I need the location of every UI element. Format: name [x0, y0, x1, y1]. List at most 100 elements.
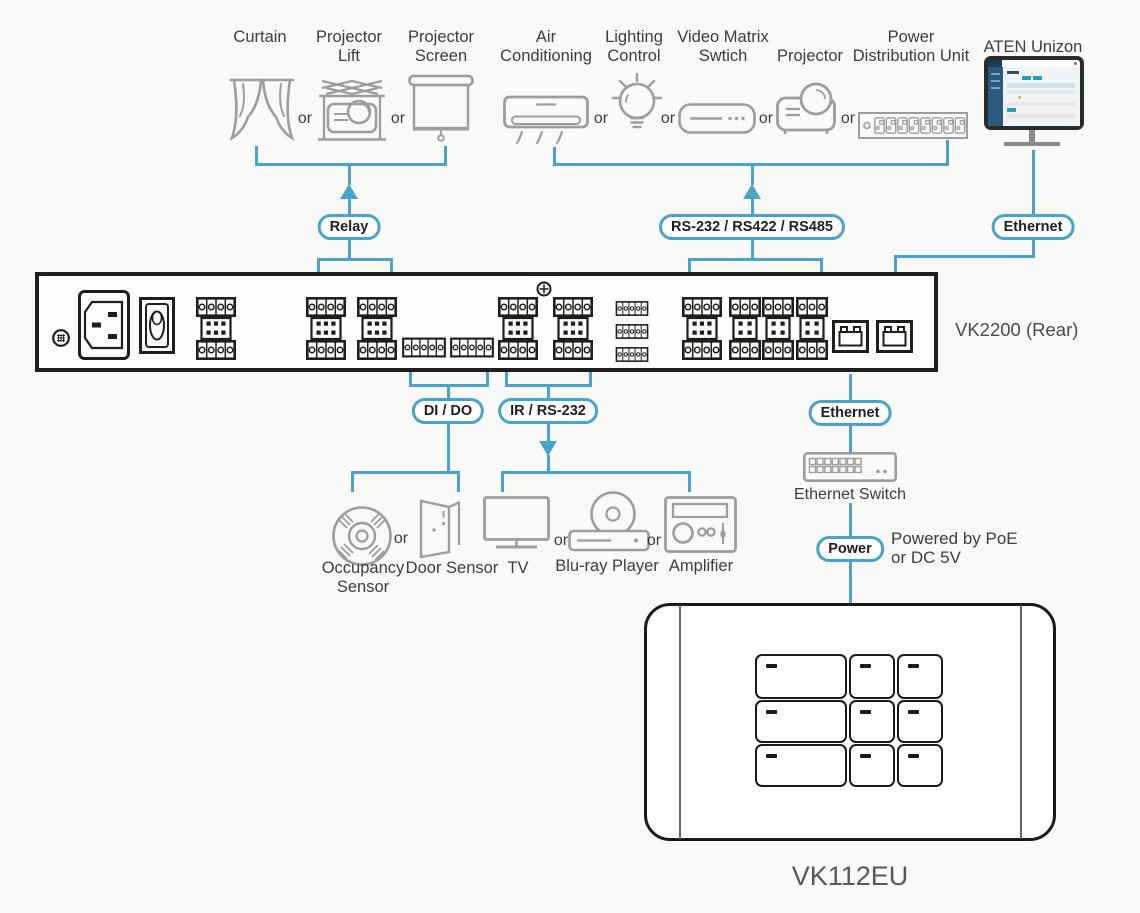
- ethernet-top-badge: Ethernet: [991, 214, 1075, 240]
- relay-connector-line: [255, 146, 258, 165]
- ir-connector-line: [589, 372, 592, 386]
- power-badge: Power: [816, 536, 884, 562]
- controller-label: VK2200 (Rear): [955, 319, 1079, 340]
- tv-icon: [483, 496, 550, 549]
- ethernet-top-connector-line: [894, 255, 1035, 258]
- relay-connector-line: [255, 163, 447, 166]
- unizon-sidebar-item: [991, 87, 1000, 89]
- tv-label: TV: [507, 559, 529, 577]
- dido-connector-line: [351, 471, 354, 492]
- relay-connector-line: [390, 258, 393, 273]
- unizon-table-row: [1007, 119, 1075, 122]
- ir-connector-line: [505, 372, 508, 386]
- serial-terminal-block-icon: [796, 297, 828, 360]
- unizon-title-bar: [1007, 71, 1019, 74]
- bluray-player-label: Blu-ray Player: [555, 557, 659, 575]
- dido-connector-line: [409, 372, 412, 386]
- ir-terminal-block-icon: [498, 297, 538, 360]
- ir-arrow-down-icon: [539, 441, 557, 456]
- dido-connector-line: [486, 372, 489, 386]
- ethernet-switch-icon: [803, 452, 897, 482]
- bluray-player-icon: [568, 491, 650, 552]
- keypad-button[interactable]: [849, 700, 895, 743]
- unizon-table-row: [1007, 90, 1075, 94]
- monitor-stand-stem: [1029, 130, 1035, 142]
- dido-connector-line: [457, 471, 460, 492]
- relay-terminal-block-icon: [357, 297, 397, 360]
- keypad-button[interactable]: [897, 744, 943, 787]
- keypad-model-label: VK112EU: [791, 861, 909, 891]
- or-separator: or: [297, 110, 313, 127]
- dido-badge: DI / DO: [411, 398, 485, 424]
- keypad-button[interactable]: [755, 700, 847, 743]
- monitor-stand-base: [1004, 142, 1060, 146]
- unizon-sidebar-item: [991, 73, 1000, 75]
- unizon-topbar-logo: [988, 60, 1002, 67]
- io-terminal-strip-icon: [610, 347, 654, 362]
- keypad-plate-line: [1020, 605, 1022, 839]
- serial-connector-line: [553, 147, 556, 165]
- unizon-button: [1007, 108, 1016, 112]
- unizon-status-dot: [1018, 96, 1021, 99]
- power-distribution-unit-icon: [858, 112, 968, 139]
- serial-connector-line: [946, 140, 949, 165]
- serial-arrow-up-icon: [743, 184, 761, 199]
- or-separator: or: [840, 110, 856, 127]
- dido-connector-line: [351, 471, 460, 474]
- curtain-label: Curtain: [233, 28, 287, 46]
- dido-terminal-block-icon: [450, 337, 494, 358]
- relay-connector-line: [444, 146, 447, 165]
- projector-icon: [776, 82, 836, 134]
- unizon-sidebar-item: [991, 80, 1000, 82]
- lan-port-icon: [876, 320, 913, 353]
- ground-screw-icon: [52, 329, 70, 347]
- keypad-button[interactable]: [849, 654, 895, 699]
- or-separator: or: [593, 110, 609, 127]
- amplifier-icon: [664, 496, 737, 553]
- or-separator: or: [553, 532, 569, 549]
- keypad-button[interactable]: [755, 744, 847, 787]
- ethernet-switch-label: Ethernet Switch: [793, 486, 907, 503]
- curtain-icon: [229, 78, 295, 141]
- ir-connector-line: [688, 471, 691, 492]
- unizon-topbar-dot: [1074, 62, 1077, 65]
- aten-unizon-monitor-icon: [984, 56, 1084, 130]
- serial-terminal-block-icon: [762, 297, 794, 360]
- or-separator: or: [660, 110, 676, 127]
- vk2200-rear-panel: [35, 272, 938, 372]
- keypad-button[interactable]: [755, 654, 847, 699]
- air-conditioning-icon: [503, 95, 589, 145]
- power-switch-icon: [139, 297, 175, 354]
- serial-connector-line: [751, 163, 754, 185]
- ir-connector-line: [501, 471, 504, 492]
- unizon-button: [1022, 76, 1031, 80]
- relay-badge: Relay: [317, 214, 381, 240]
- keypad-button[interactable]: [849, 744, 895, 787]
- relay-connector-line: [317, 258, 320, 273]
- dido-connector-line: [447, 384, 450, 473]
- ir-badge: IR / RS-232: [498, 398, 598, 424]
- relay-terminal-block-icon: [306, 297, 346, 360]
- serial-terminal-block-icon: [682, 297, 722, 360]
- keypad-button[interactable]: [897, 700, 943, 743]
- ethernet-top-connector-line: [894, 255, 897, 273]
- projector-lift-icon: [318, 79, 386, 141]
- door-sensor-label: Door Sensor: [405, 559, 499, 577]
- or-separator: or: [390, 110, 406, 127]
- door-sensor-icon: [419, 499, 461, 559]
- lan-port-icon: [832, 320, 869, 353]
- ethernet-top-connector-line: [1032, 150, 1035, 258]
- ir-terminal-block-icon: [553, 297, 593, 360]
- serial-connector-line: [820, 258, 823, 273]
- amplifier-label: Amplifier: [668, 557, 734, 575]
- projector-label: Projector: [776, 47, 844, 65]
- keypad-button[interactable]: [897, 654, 943, 699]
